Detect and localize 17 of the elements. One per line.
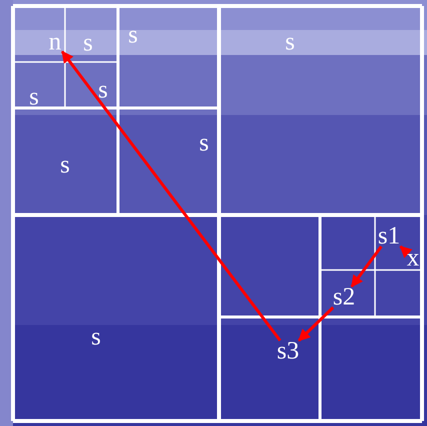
arrow — [350, 246, 382, 288]
node-label: s3 — [276, 338, 300, 364]
arrow — [298, 306, 334, 342]
node-label: x — [406, 246, 420, 270]
cell-label: s — [98, 78, 108, 102]
cell-label: s — [285, 30, 295, 54]
cell-label: s — [83, 30, 93, 56]
cell-label: s — [60, 152, 70, 178]
arrow — [399, 245, 412, 258]
node-label: n — [48, 30, 62, 54]
node-label: s2 — [332, 284, 356, 310]
node-label: s1 — [378, 224, 400, 248]
arrow — [61, 50, 282, 342]
cell-label: s — [29, 84, 39, 110]
cell-label: s — [128, 22, 138, 48]
cell-label: s — [91, 324, 101, 350]
cell-label: s — [199, 130, 209, 156]
